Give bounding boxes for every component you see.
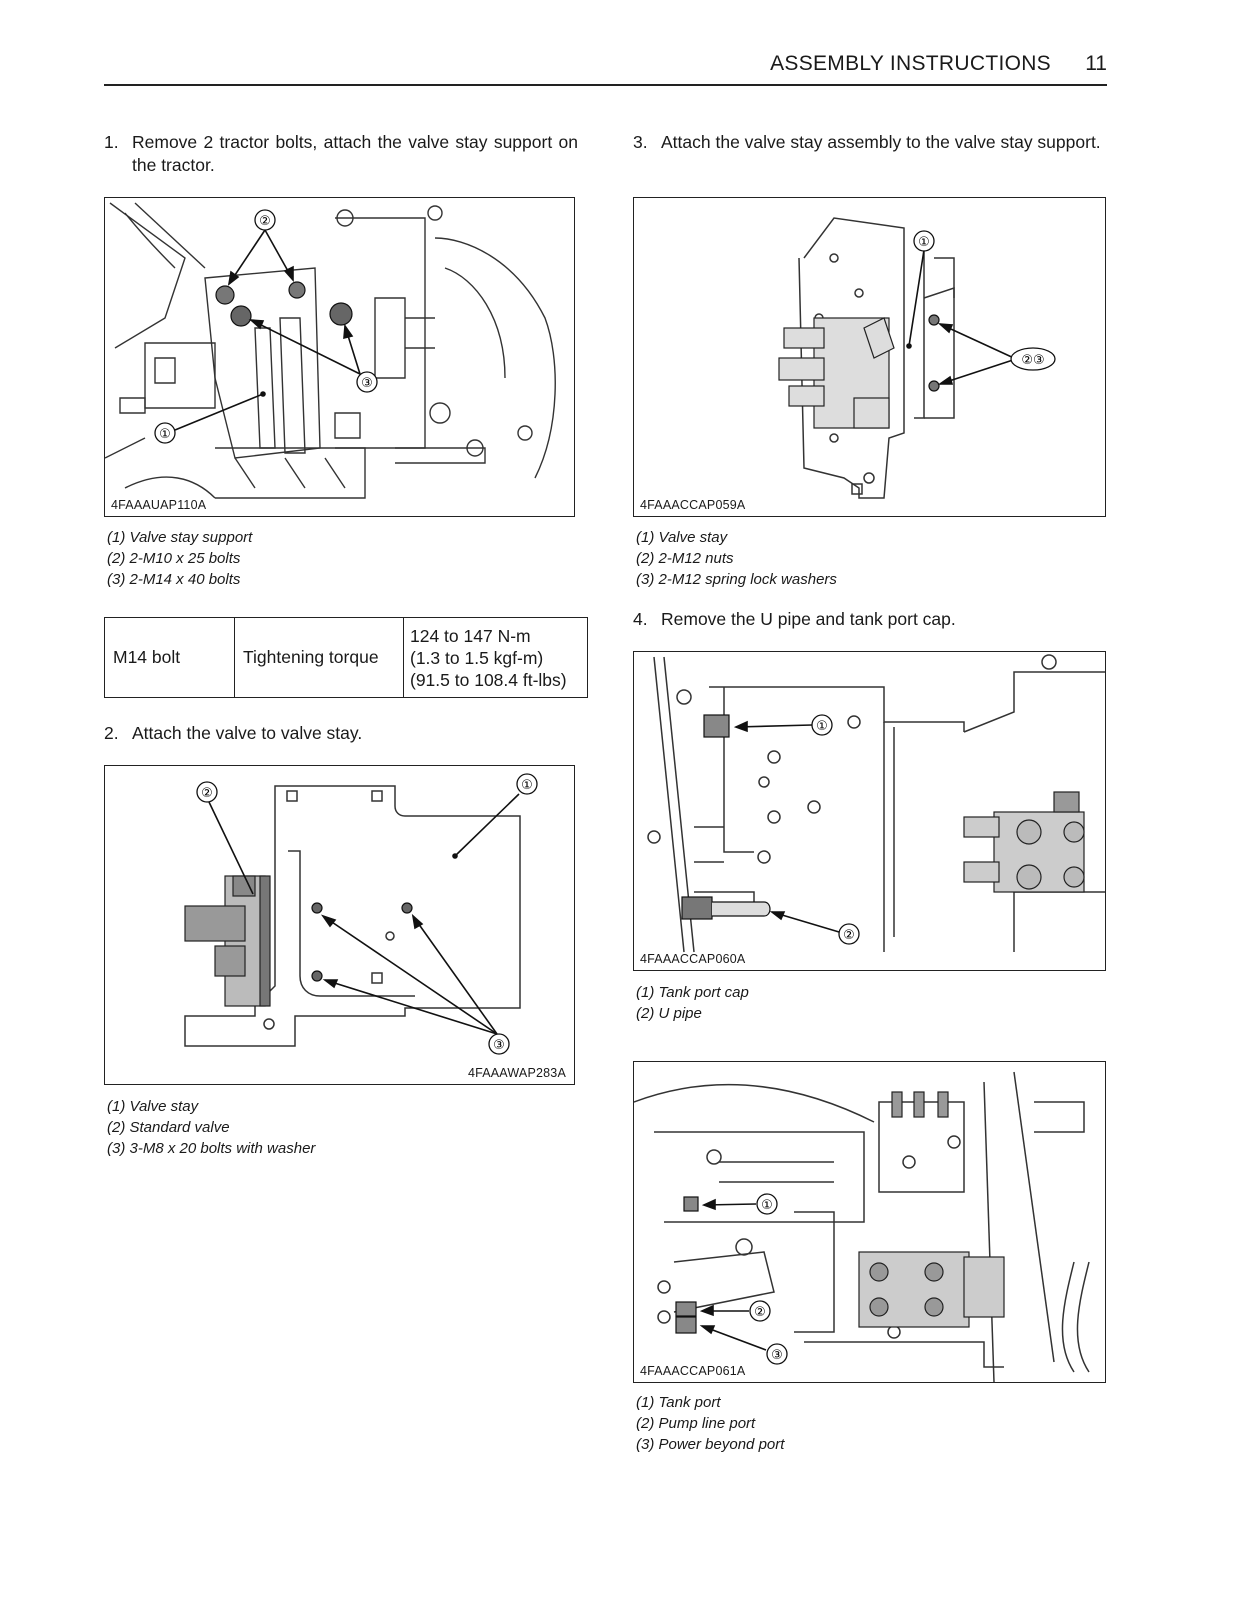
step-3: 3. Attach the valve stay assembly to the… <box>633 131 1107 179</box>
callout-2-3: ②③ <box>1021 353 1044 368</box>
torque-values: 124 to 147 N-m (1.3 to 1.5 kgf-m) (91.5 … <box>403 617 588 698</box>
callout-3: ③ <box>361 376 373 391</box>
step-number: 1. <box>104 132 119 152</box>
caption-item: (1) Tank port cap <box>636 984 749 1001</box>
caption-item: (3) 3-M8 x 20 bolts with washer <box>107 1140 316 1157</box>
figure-2-captions: (1) Valve stay (2) Standard valve (3) 3-… <box>107 1096 315 1159</box>
page-number: 11 <box>1085 52 1107 75</box>
figure-code: 4FAAACCAP061A <box>640 1364 746 1378</box>
figure-u-pipe-tank-cap: ① ② 4FAAACCAP060A <box>633 651 1106 971</box>
caption-item: (3) 2-M12 spring lock washers <box>636 571 837 588</box>
section-title: ASSEMBLY INSTRUCTIONS <box>770 52 1051 75</box>
callout-2: ② <box>843 928 855 943</box>
caption-item: (2) Pump line port <box>636 1415 756 1432</box>
callout-1: ① <box>521 778 533 793</box>
page-header: ASSEMBLY INSTRUCTIONS 11 <box>104 50 1107 86</box>
caption-item: (1) Valve stay <box>636 529 728 546</box>
callout-2: ② <box>754 1305 766 1320</box>
caption-item: (3) 2-M14 x 40 bolts <box>107 571 241 588</box>
torque-value: 124 to 147 N-m <box>410 625 531 646</box>
callout-2: ② <box>201 786 213 801</box>
figure-code: 4FAAAWAP283A <box>467 1066 566 1080</box>
step-2: 2. Attach the valve to valve stay. <box>104 722 578 746</box>
caption-item: (3) Power beyond port <box>636 1436 785 1453</box>
caption-item: (2) 2-M10 x 25 bolts <box>107 550 241 567</box>
callout-1: ① <box>816 719 828 734</box>
callout-1: ① <box>159 427 171 442</box>
caption-item: (2) 2-M12 nuts <box>636 550 734 567</box>
callout-1: ① <box>918 235 930 250</box>
torque-value: (91.5 to 108.4 ft-lbs) <box>410 669 567 690</box>
caption-item: (2) U pipe <box>636 1005 702 1022</box>
figure-code: 4FAAAUAP110A <box>111 498 207 512</box>
figure-illustration: ② ① ③ <box>184 773 538 1055</box>
figure-illustration: ① ② <box>647 654 1105 953</box>
caption-item: (1) Valve stay support <box>107 529 253 546</box>
figure-5-captions: (1) Tank port (2) Pump line port (3) Pow… <box>636 1392 784 1455</box>
torque-label: Tightening torque <box>234 617 404 698</box>
step-text: Remove 2 tractor bolts, attach the valve… <box>132 132 578 175</box>
callout-2: ② <box>259 214 271 229</box>
callout-3: ③ <box>493 1038 505 1053</box>
torque-value: (1.3 to 1.5 kgf-m) <box>410 647 544 668</box>
callout-1: ① <box>761 1198 773 1213</box>
figure-4-captions: (1) Tank port cap (2) U pipe <box>636 982 749 1024</box>
caption-item: (1) Tank port <box>636 1394 721 1411</box>
figure-3-captions: (1) Valve stay (2) 2-M12 nuts (3) 2-M12 … <box>636 527 837 590</box>
step-number: 2. <box>104 723 119 743</box>
figure-illustration: ① ② ③ <box>634 1071 1090 1382</box>
figure-code: 4FAAACCAP059A <box>640 498 746 512</box>
caption-item: (1) Valve stay <box>107 1098 199 1115</box>
torque-table: M14 bolt Tightening torque 124 to 147 N-… <box>104 617 588 698</box>
torque-item: M14 bolt <box>104 617 235 698</box>
step-number: 4. <box>633 609 648 629</box>
step-text: Remove the U pipe and tank port cap. <box>661 609 956 629</box>
figure-valve-stay-support: ② ③ ① 4FAAAUAP110A <box>104 197 575 517</box>
step-text: Attach the valve stay assembly to the va… <box>661 132 1101 152</box>
figure-valve-stay-assembly: ① ②③ 4FAAACCAP059A <box>633 197 1106 517</box>
figure-code: 4FAAACCAP060A <box>640 952 746 966</box>
step-number: 3. <box>633 132 648 152</box>
figure-ports: ① ② ③ 4FAAACCAP061A <box>633 1061 1106 1383</box>
callout-3: ③ <box>771 1348 783 1363</box>
step-text: Attach the valve to valve stay. <box>132 723 363 743</box>
figure-valve-to-stay: ② ① ③ 4FAAAWAP283A <box>104 765 575 1085</box>
figure-illustration: ① ②③ <box>778 217 1056 499</box>
figure-illustration: ② ③ ① <box>105 202 556 499</box>
step-4: 4. Remove the U pipe and tank port cap. <box>633 608 1107 632</box>
caption-item: (2) Standard valve <box>107 1119 230 1136</box>
step-1: 1. Remove 2 tractor bolts, attach the va… <box>104 131 578 179</box>
figure-1-captions: (1) Valve stay support (2) 2-M10 x 25 bo… <box>107 527 252 590</box>
